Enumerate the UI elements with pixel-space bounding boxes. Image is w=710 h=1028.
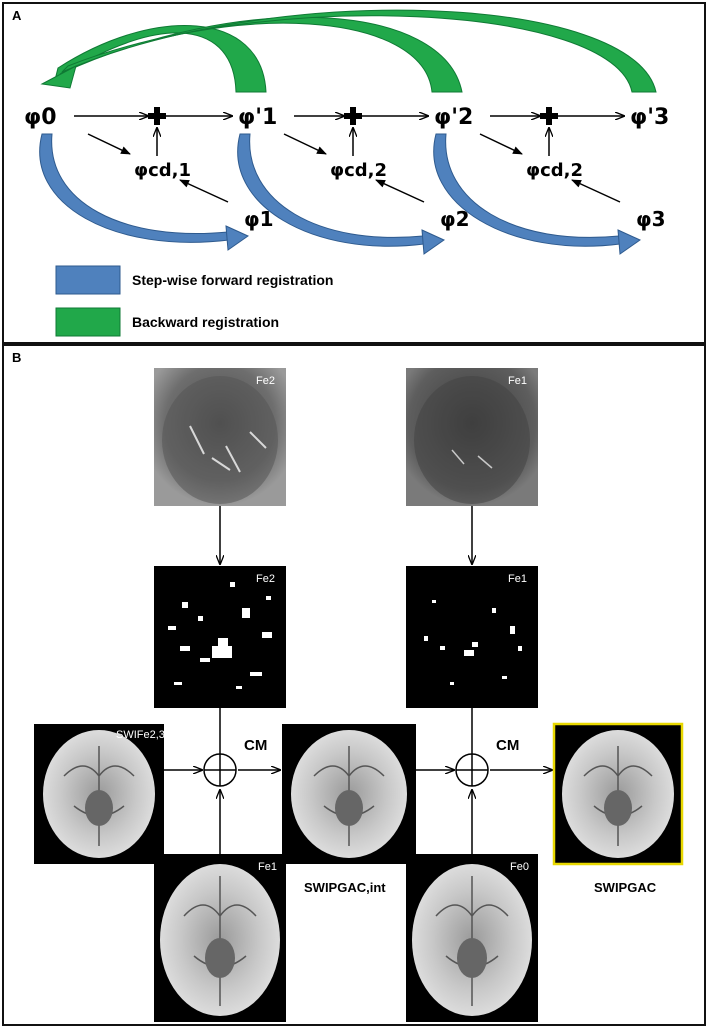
forward-arc-1 [39,133,230,243]
node-cd1: φcd,1 [134,160,191,181]
arrow-phi2p-cd2b [479,133,523,155]
image-swi-right-label: SWIPGAC [594,880,657,895]
image-mid-left-label: Fe2 [256,573,275,585]
node-phi2: φ2 [440,207,470,231]
image-swi-left-label: SWIFe2,3 [116,729,165,741]
arrow-phi1-cd1 [179,179,229,203]
plus-operators [148,107,558,125]
image-top-left-label: Fe2 [256,375,275,387]
image-bot-right-label: Fe0 [510,861,529,873]
image-swi-mid-label: SWIPGAC,int [304,880,386,895]
node-phi0: φ0 [24,105,57,130]
arrow-phi3-cd2b [571,179,621,203]
cm-operator-right: CM [455,737,519,787]
cm-label-right: CM [496,737,519,754]
image-bot-right: Fe0 [406,854,538,1022]
arrow-phi0-cd1 [87,133,131,155]
backward-arrowhead [40,65,77,89]
plus-icon [148,107,166,125]
plus-icon [344,107,362,125]
cm-operator-left: CM [203,737,267,787]
panel-a-letter: A [12,8,22,23]
arrow-phi1p-cd2a [283,133,327,155]
backward-arc-1 [53,24,267,93]
node-phi1: φ1 [244,207,274,231]
image-bot-left: Fe1 [154,854,286,1022]
legend: Step-wise forward registration Backward … [55,265,333,337]
panel-b-letter: B [12,350,22,365]
forward-arrowhead-1 [225,225,250,251]
node-phi2-prime: φ'2 [434,105,473,130]
pipeline-diagram: CM CM Fe2 Fe1 [34,368,684,1022]
image-top-right-label: Fe1 [508,375,527,387]
image-mid-right: Fe1 [406,566,538,708]
node-phi3: φ3 [636,207,666,231]
forward-arcs [39,133,642,255]
arrow-phi2-cd2a [375,179,425,203]
image-top-left: Fe2 [154,368,286,506]
image-bot-left-label: Fe1 [258,861,277,873]
plus-icon [540,107,558,125]
backward-arc-3 [61,9,657,93]
node-phi3-prime: φ'3 [630,105,669,130]
image-mid-right-label: Fe1 [508,573,527,585]
node-phi1-prime: φ'1 [238,105,277,130]
panel-a: A [2,2,706,344]
image-swi-left: SWIFe2,3 [34,724,165,864]
image-top-right: Fe1 [406,368,538,506]
image-swi-mid [282,724,416,864]
registration-diagram: φ0 φ'1 φ'2 φ'3 φcd,1 φcd,2 φcd,2 φ1 φ2 φ… [24,9,669,337]
image-mid-left: Fe2 [154,566,286,708]
composition-arrows [74,116,624,203]
legend-label-forward: Step-wise forward registration [132,272,333,288]
node-cd2a: φcd,2 [330,160,387,181]
cm-label-left: CM [244,737,267,754]
panel-b: B [2,344,706,1026]
pipeline-arrows [164,506,552,854]
backward-arcs [40,9,657,93]
forward-arrowhead-3 [617,229,642,255]
forward-arrowhead-2 [421,229,446,255]
node-cd2b: φcd,2 [526,160,583,181]
legend-swatch-forward [55,265,121,295]
legend-swatch-backward [55,307,121,337]
image-swi-right [552,722,684,866]
legend-label-backward: Backward registration [132,314,279,330]
